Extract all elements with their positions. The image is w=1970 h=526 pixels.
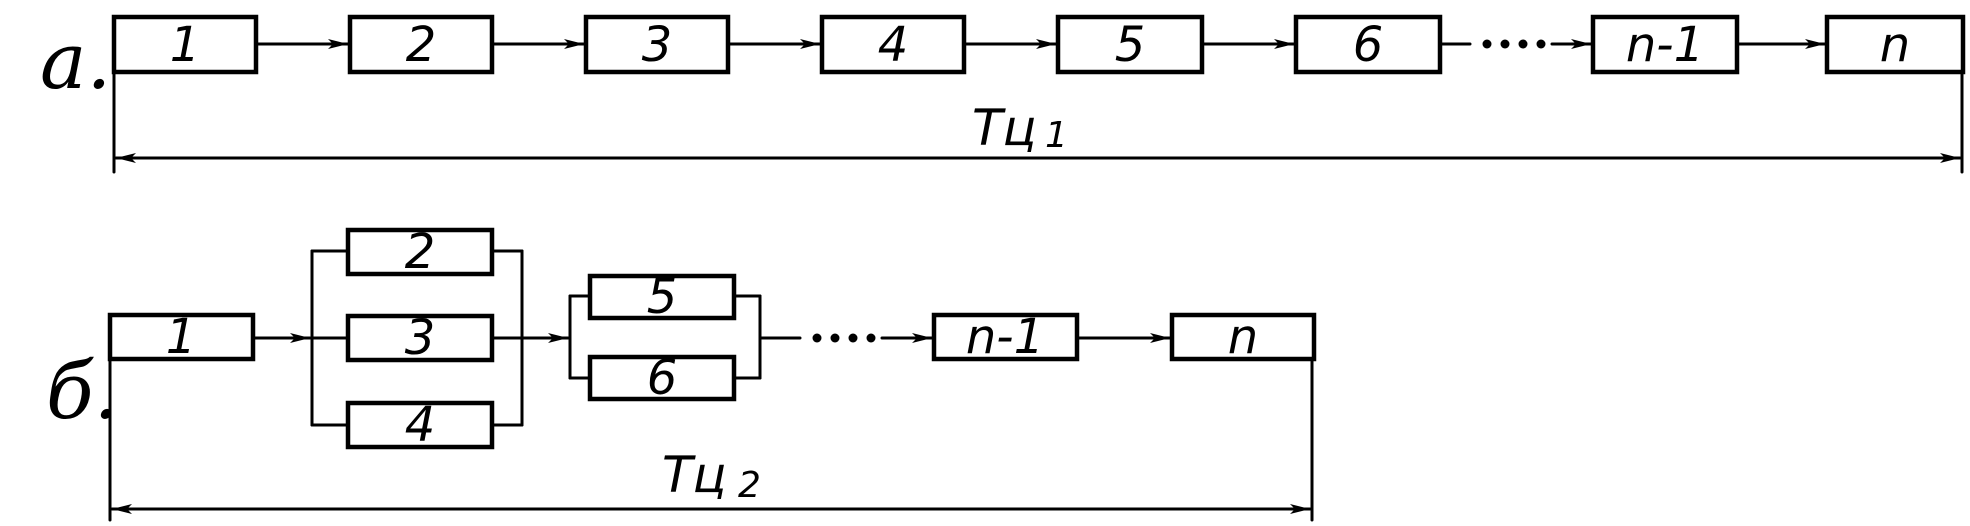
diagram-a-box-1-label: 1 [170,17,201,73]
diagram-a-box-n-label: n [1880,17,1910,73]
diagram-b-box-2 [345,227,495,277]
diagram-a-box-n: n [1824,14,1966,75]
diagram-b-cycle-label: Tц [662,446,727,504]
diagram-b-box-n-minus-1: n-1 [931,309,1080,365]
diagram-b-cycle-dimension: Tц 2 [108,357,1314,522]
diagram-a-box-2: 2 [347,14,495,75]
diagram-b-box-5-label: 5 [647,269,678,325]
diagram-b-box-4 [345,400,495,450]
diagram-a-box-4-label: 4 [878,17,909,73]
diagram-b-box-4-label: 4 [405,397,436,453]
diagram-a: a. 1 2 3 4 5 6 n-1 n [40,14,1966,174]
diagram-b-box-n: n [1169,309,1317,365]
diagram-a-ellipsis [1438,39,1593,49]
diagram-b-box-1: 1 [107,309,256,365]
diagram-a-box-4: 4 [819,14,967,75]
diagram-b-box-n-minus-1-label: n-1 [966,309,1044,365]
diagram-a-cycle-sub: 1 [1045,115,1068,156]
diagram-a-box-5-label: 5 [1115,17,1146,73]
diagram-a-box-3: 3 [583,14,731,75]
diagram-b-cycle-sub: 2 [738,465,761,506]
diagram-b-marker: б. [46,347,118,437]
diagram-b-box-2-label: 2 [405,224,436,280]
diagram-b-box-5 [587,273,737,321]
diagram-a-cycle-dimension: Tц 1 [112,70,1964,174]
diagram-a-box-6-label: 6 [1353,17,1384,73]
diagram-b-box-3 [345,313,495,363]
diagram-a-box-2-label: 2 [406,17,437,73]
diagram-b-parallel-group-2: 5 6 [568,269,762,406]
diagram-a-box-6: 6 [1293,14,1443,75]
diagram-b-box-n-label: n [1228,309,1258,365]
diagram-b-box-3-label: 3 [405,310,436,366]
diagram-b-ellipsis [758,333,934,343]
diagram-b-box-1-label: 1 [166,309,197,365]
diagram-b-box-6-label: 6 [647,350,678,406]
diagram-b-parallel-group-1: 2 3 4 [310,224,524,453]
diagram-a-marker: a. [40,17,111,107]
diagram-a-box-1: 1 [111,14,259,75]
diagram-a-box-n-minus-1-label: n-1 [1626,17,1704,73]
diagram-b: б. 1 2 3 4 [46,224,1317,522]
diagram-a-box-n-minus-1: n-1 [1590,14,1740,75]
diagram-a-box-5: 5 [1055,14,1205,75]
diagram-a-box-3-label: 3 [642,17,673,73]
diagram-b-box-6 [587,354,737,402]
diagram-a-cycle-label: Tц [972,99,1037,157]
